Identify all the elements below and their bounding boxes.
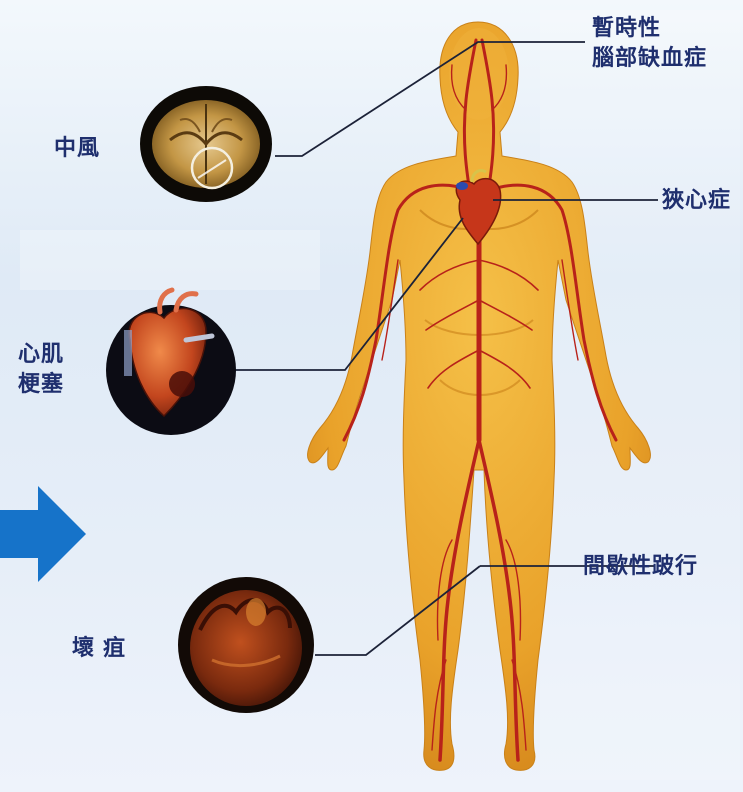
arrow-right-icon: [0, 486, 86, 582]
label-stroke: 中風: [54, 134, 100, 164]
label-mi-line-1: 心肌: [18, 340, 64, 370]
heart-icon: [106, 290, 236, 435]
label-transient-ischemic-attack: 暫時性 腦部缺血症: [592, 14, 707, 74]
label-angina: 狹心症: [662, 186, 731, 216]
label-myocardial-infarction: 心肌 梗塞: [18, 340, 64, 400]
gangrene-foot-icon: [178, 577, 314, 713]
label-mi-line-2: 梗塞: [18, 370, 64, 400]
background-panel: [540, 10, 740, 780]
label-gangrene: 壞疽: [72, 634, 134, 664]
label-tia-line-2: 腦部缺血症: [592, 44, 707, 74]
background-panel: [20, 230, 320, 290]
brain-scan-icon: [140, 86, 272, 202]
leader-line-stroke-tia: [275, 42, 585, 156]
label-tia-line-1: 暫時性: [592, 14, 707, 44]
label-intermittent-claudication: 間歇性跛行: [583, 552, 698, 582]
